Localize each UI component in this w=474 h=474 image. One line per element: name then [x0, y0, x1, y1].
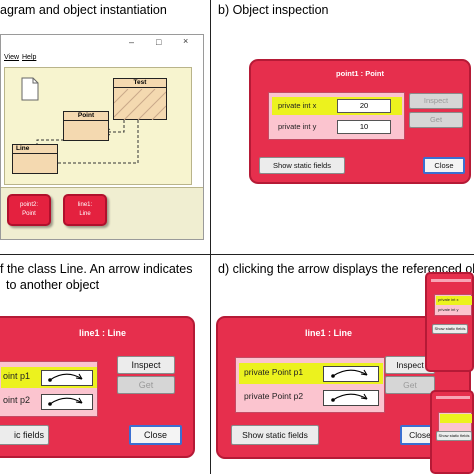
field-p2-name: private Point p2 [244, 391, 304, 401]
inspector-title: line1 : Line [78, 328, 126, 338]
show-static-fields-button[interactable]: ic fields [0, 425, 49, 445]
caption-d: d) clicking the arrow displays the refer… [218, 262, 474, 276]
vertical-divider [210, 0, 211, 474]
close-button[interactable]: Close [129, 425, 182, 445]
object-bench: point2: Point line1: Line [1, 187, 203, 239]
inspect-button[interactable]: Inspect [117, 356, 175, 374]
inspector-title: line1 : Line [304, 328, 352, 338]
object-line1-class: Line [79, 211, 91, 217]
menu-view[interactable]: View [4, 54, 20, 61]
reference-arrow-icon [331, 369, 368, 378]
class-line-name: Line [13, 145, 57, 154]
class-point-name: Point [64, 112, 108, 121]
mini-title-bar [436, 396, 470, 399]
readme-note-icon[interactable] [21, 77, 39, 101]
field-x-value: 20 [337, 99, 391, 113]
mini-field-row-x[interactable] [436, 296, 472, 305]
fields-panel: private Point p1 private Point p2 [235, 357, 385, 413]
object-point2[interactable]: point2: Point [7, 194, 51, 226]
get-button[interactable]: Get [385, 376, 435, 394]
inspector-title: point1 : Point [336, 69, 384, 78]
field-x-name: private int x [278, 101, 317, 110]
fields-panel: oint p1 oint p2 [0, 361, 98, 417]
inspect-button[interactable]: Inspect [385, 356, 435, 374]
class-point[interactable]: Point [63, 111, 109, 141]
field-p1-name: private Point p1 [244, 367, 304, 377]
mini-fields-panel: private int x private int y [434, 294, 472, 316]
fields-panel: private int x 20 private int y 10 [268, 92, 405, 140]
object-point2-class: Point [22, 211, 36, 217]
caption-c-line2: to another object [6, 278, 100, 292]
show-static-fields-button[interactable]: Show static fields [259, 157, 345, 174]
referenced-point-inspector-top: private int x private int y Show static … [425, 272, 474, 372]
mini-show-static-button[interactable]: Show static fields [432, 324, 468, 334]
class-diagram-area: Test Point Line [4, 67, 192, 185]
class-line[interactable]: Line [12, 144, 58, 174]
bluej-window: – □ × View Help Test [0, 34, 204, 240]
field-p2-reference[interactable] [41, 394, 93, 410]
field-y-value: 10 [337, 120, 391, 134]
caption-a: agram and object instantiation [0, 3, 167, 17]
reference-arrow-icon [48, 373, 83, 382]
line-inspector: line1 : Line oint p1 oint p2 Inspect Get… [0, 316, 195, 458]
close-button[interactable]: Close [423, 157, 465, 174]
referenced-point-inspector-bottom: Show static fields [430, 390, 474, 474]
field-p1-reference[interactable] [41, 370, 93, 386]
reference-arrow-icon [331, 393, 368, 402]
field-p1-reference[interactable] [323, 366, 379, 382]
class-test[interactable]: Test [113, 78, 167, 120]
caption-c-line1: f the class Line. An arrow indicates [0, 262, 193, 276]
object-line1[interactable]: line1: Line [63, 194, 107, 226]
inspect-button[interactable]: Inspect [409, 93, 463, 109]
class-test-name: Test [114, 79, 166, 88]
mini-field-x-name: private int x [438, 297, 459, 302]
mini-show-static-button[interactable]: Show static fields [436, 431, 472, 441]
mini-field-y-name: private int y [438, 307, 459, 312]
point-inspector: point1 : Point private int x 20 private … [249, 59, 471, 184]
object-point2-name: point2: [19, 202, 38, 208]
object-line1-name: line1: [77, 202, 93, 208]
get-button[interactable]: Get [409, 112, 463, 128]
mini-field-row[interactable] [440, 414, 472, 423]
field-p2-name: oint p2 [3, 395, 31, 405]
class-hatching [114, 89, 166, 120]
menu-help[interactable]: Help [22, 54, 37, 61]
mini-title-bar [431, 279, 471, 282]
field-p1-name: oint p1 [3, 371, 31, 381]
minimize-button[interactable]: – [129, 37, 135, 47]
horizontal-divider [0, 254, 474, 255]
get-button[interactable]: Get [117, 376, 175, 394]
reference-arrow-icon [48, 397, 83, 406]
close-button[interactable]: × [183, 36, 189, 46]
field-y-name: private int y [278, 122, 317, 131]
caption-b: b) Object inspection [218, 3, 329, 17]
field-p2-reference[interactable] [323, 390, 379, 406]
show-static-fields-button[interactable]: Show static fields [231, 425, 319, 445]
maximize-button[interactable]: □ [156, 37, 162, 47]
